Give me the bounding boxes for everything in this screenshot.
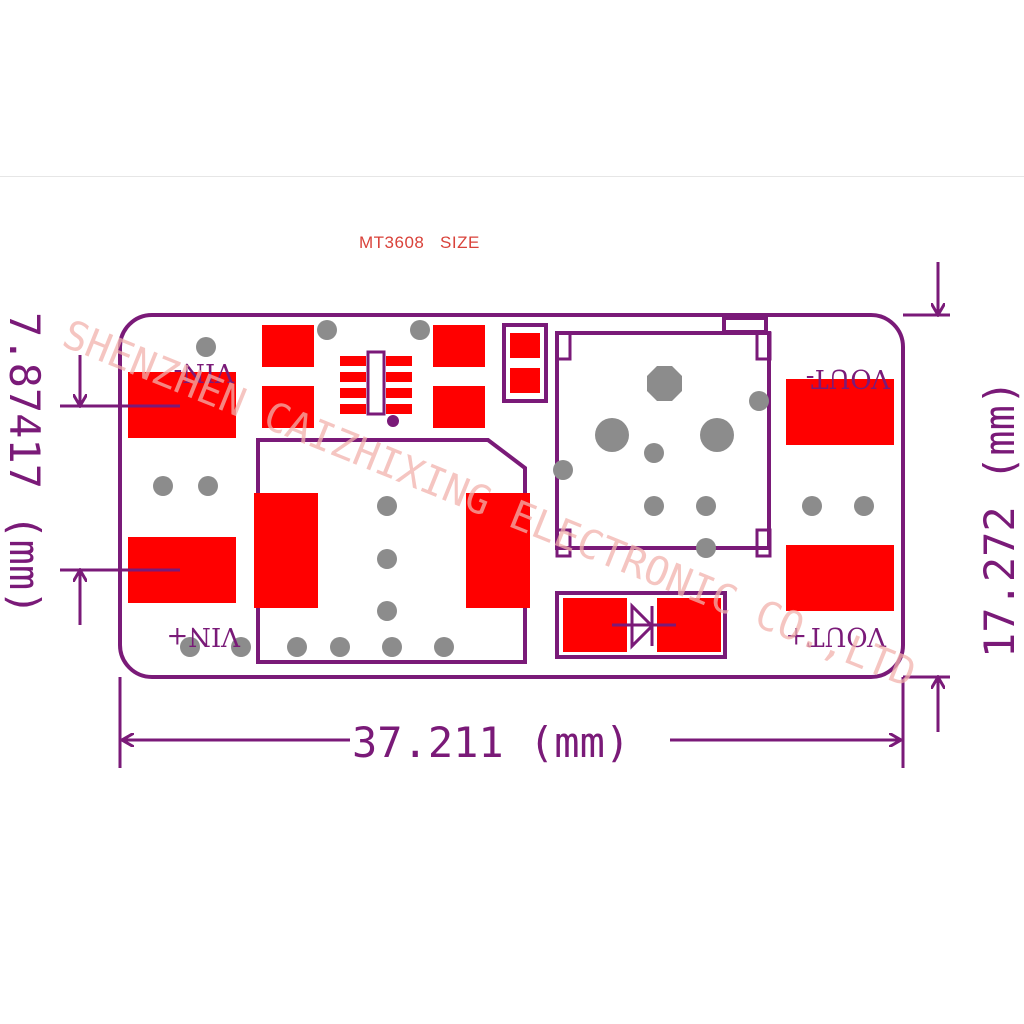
via	[749, 391, 769, 411]
ic-pin	[340, 404, 366, 414]
via	[434, 637, 454, 657]
inductor-pad	[466, 493, 530, 608]
smd-pad	[433, 325, 485, 367]
via	[644, 496, 664, 516]
via	[595, 418, 629, 452]
pin-spacing-dimension	[60, 355, 180, 625]
via	[802, 496, 822, 516]
ic-pin	[340, 372, 366, 382]
ic-pin	[386, 356, 412, 366]
via	[196, 337, 216, 357]
pot-corner-pad	[755, 528, 772, 558]
via	[410, 320, 430, 340]
inductor-outline	[256, 438, 527, 664]
via	[553, 460, 573, 480]
via	[696, 538, 716, 558]
height-dimension	[903, 262, 950, 732]
inductor-pad	[254, 493, 318, 608]
ic-pin	[340, 356, 366, 366]
divider-line	[0, 176, 1024, 177]
via	[700, 418, 734, 452]
via	[377, 549, 397, 569]
diode-symbol	[612, 602, 676, 650]
label-vout-minus: VOUT-	[806, 363, 891, 393]
width-label: 37.211 (mm)	[352, 718, 630, 767]
vout-plus-pad	[786, 545, 894, 611]
via	[198, 476, 218, 496]
via	[377, 601, 397, 621]
smd-pad	[510, 368, 540, 393]
potentiometer-notch	[722, 316, 768, 334]
via	[153, 476, 173, 496]
label-vin-minus: VIN-	[173, 357, 235, 387]
via	[644, 443, 664, 463]
pot-corner-pad	[555, 528, 572, 558]
potentiometer-outline	[555, 331, 771, 550]
via	[317, 320, 337, 340]
diagram-title: MT3608 SIZE	[359, 233, 480, 252]
via	[180, 637, 200, 657]
ic-pin	[386, 388, 412, 398]
pin-spacing-label: 7.87417 (mm)	[0, 312, 49, 615]
height-label: 17.272 (mm)	[975, 380, 1024, 658]
via	[231, 637, 251, 657]
via	[330, 637, 350, 657]
width-dimension	[118, 677, 905, 768]
via	[287, 637, 307, 657]
vias	[153, 320, 874, 657]
via	[377, 496, 397, 516]
via	[382, 637, 402, 657]
ic-pin	[386, 404, 412, 414]
board-outline	[118, 313, 905, 679]
pot-corner-pad	[555, 331, 572, 361]
pot-corner-pad	[755, 331, 772, 361]
smd-pad	[262, 386, 314, 428]
label-vin-plus: VIN+	[166, 621, 241, 651]
label-vout-plus: VOUT+	[785, 621, 887, 651]
via	[696, 496, 716, 516]
smd-pad	[262, 325, 314, 367]
ic-pin	[340, 388, 366, 398]
terminal-labels: VIN- VIN+ VOUT- VOUT+	[166, 357, 891, 651]
smd-pad	[433, 386, 485, 428]
ic-pin1-marker	[387, 415, 399, 427]
vout-minus-pad	[786, 379, 894, 445]
via-octagon	[647, 366, 682, 401]
smd-pad	[510, 333, 540, 358]
diode-outline	[555, 591, 727, 659]
via	[854, 496, 874, 516]
ic-body	[366, 350, 386, 416]
ic-pin	[386, 372, 412, 382]
capacitor-outline	[502, 323, 548, 403]
